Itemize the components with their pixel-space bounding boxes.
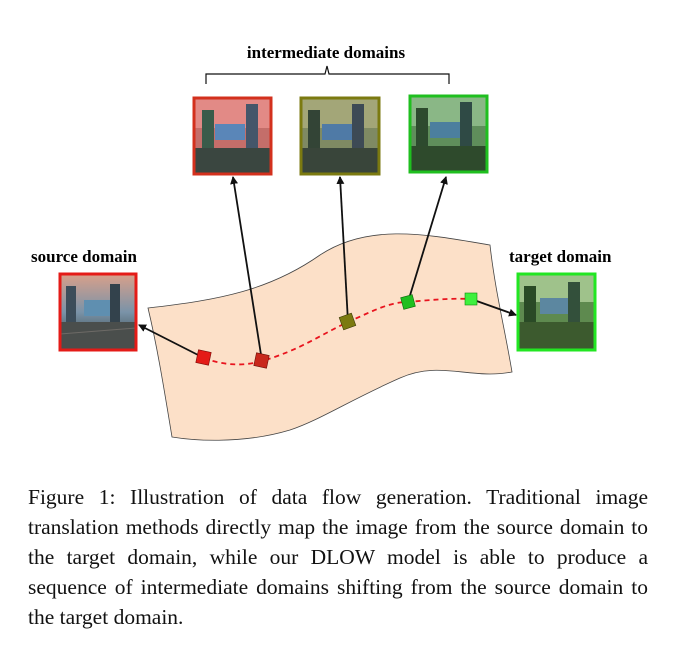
figure-caption: Figure 1: Illustration of data flow gene… [28, 482, 648, 632]
intermediate-bracket [205, 65, 450, 84]
arrow-to-intermediate-2 [336, 176, 349, 323]
domain-manifold [147, 233, 513, 441]
target-domain-image [516, 272, 597, 352]
arrow-to-intermediate-3 [407, 176, 448, 303]
caption-text: Illustration of data flow generation. Tr… [28, 485, 649, 629]
target-domain-label: target domain [509, 247, 612, 266]
intermediate-point-marker-2 [338, 312, 357, 331]
source-point-marker [195, 349, 212, 366]
intermediate-domain-image-2 [299, 96, 381, 176]
source-domain-label: source domain [31, 247, 137, 266]
intermediate-domains-label: intermediate domains [247, 43, 406, 62]
intermediate-point-marker-3 [400, 294, 416, 310]
dlow-diagram: intermediate domains source domain targe… [31, 43, 612, 441]
caption-prefix: Figure 1: [28, 485, 116, 509]
intermediate-point-marker-1 [253, 352, 270, 369]
arrow-to-source [138, 324, 205, 359]
arrow-to-target [470, 298, 517, 317]
target-point-marker [464, 292, 478, 306]
intermediate-domain-image-3 [408, 94, 489, 174]
source-domain-image [58, 272, 138, 352]
arrow-to-intermediate-1 [230, 176, 263, 362]
intermediate-domain-image-1 [192, 96, 273, 176]
